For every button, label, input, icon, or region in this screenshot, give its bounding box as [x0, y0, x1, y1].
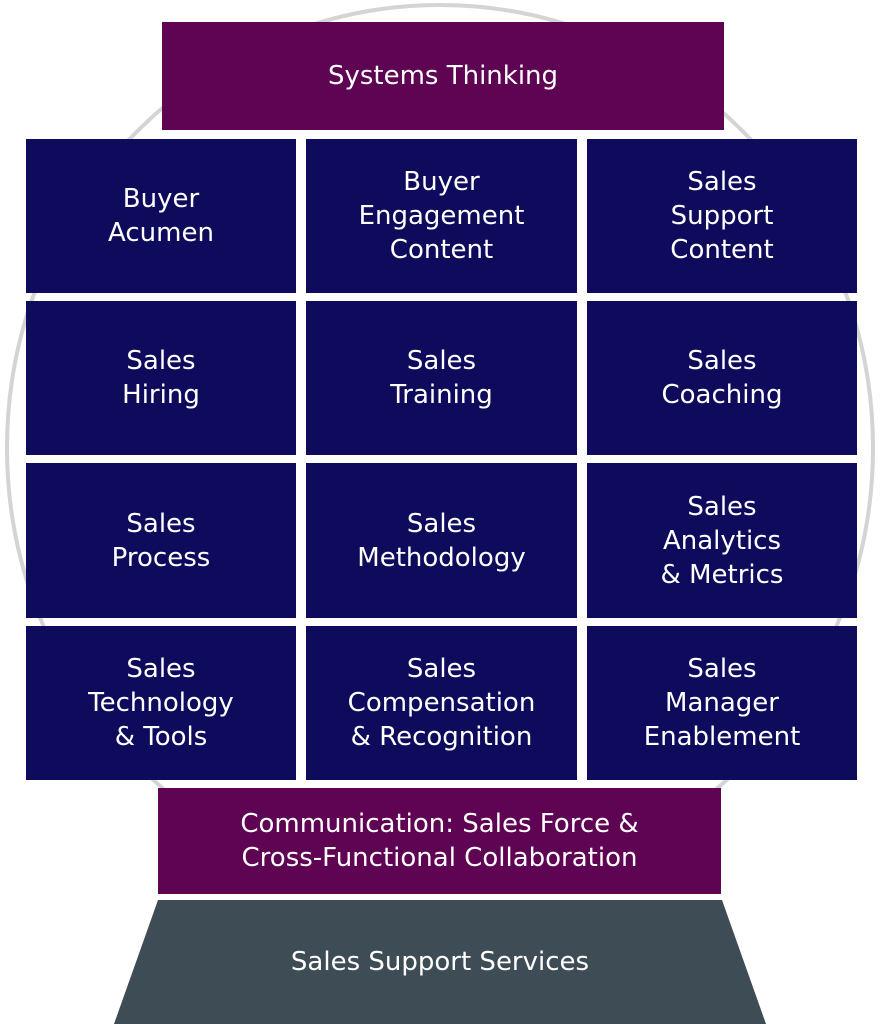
cell-sales-manager-enablement: Sales Manager Enablement: [587, 626, 857, 780]
cell-sales-technology-tools: Sales Technology & Tools: [26, 626, 296, 780]
cell-sales-process: Sales Process: [26, 463, 296, 618]
cell-sales-coaching: Sales Coaching: [587, 301, 857, 455]
communication-bar: Communication: Sales Force & Cross-Funct…: [158, 788, 721, 894]
base-label: Sales Support Services: [290, 947, 590, 977]
cell-sales-compensation-recognition: Sales Compensation & Recognition: [306, 626, 577, 780]
sales-support-services-base: Sales Support Services: [0, 900, 880, 1024]
cell-sales-methodology: Sales Methodology: [306, 463, 577, 618]
cell-sales-training: Sales Training: [306, 301, 577, 455]
cell-buyer-engagement-content: Buyer Engagement Content: [306, 139, 577, 293]
cell-sales-support-content: Sales Support Content: [587, 139, 857, 293]
cell-sales-hiring: Sales Hiring: [26, 301, 296, 455]
base-trapezoid-shape: [114, 900, 766, 1024]
cell-buyer-acumen: Buyer Acumen: [26, 139, 296, 293]
cell-sales-analytics-metrics: Sales Analytics & Metrics: [587, 463, 857, 618]
systems-thinking-bar: Systems Thinking: [162, 22, 724, 130]
